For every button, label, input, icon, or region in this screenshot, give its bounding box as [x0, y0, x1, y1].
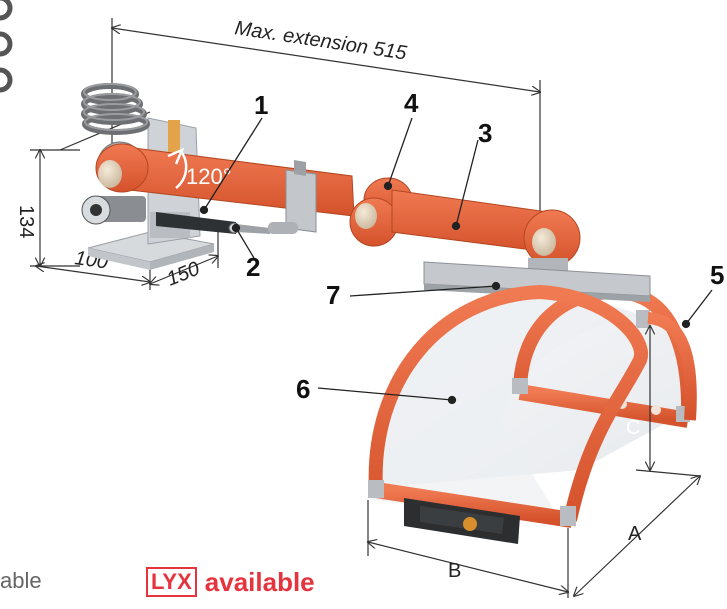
max-extension-label: Max. extension 515 [233, 17, 409, 65]
callout-leaders [199, 117, 713, 405]
angle-label: 120° [186, 164, 232, 189]
edge-icons [0, 0, 13, 93]
guard-front-frame [368, 285, 649, 528]
arm-segment-2 [391, 189, 581, 282]
dimension-guard [368, 326, 700, 598]
callout-5: 5 [710, 260, 724, 290]
guard-dim-b: B [448, 560, 461, 582]
callout-6: 6 [296, 374, 310, 404]
dimension-depth [36, 266, 150, 282]
guard-dim-a: A [628, 523, 642, 545]
guard-dim-c: C [626, 417, 640, 439]
lyx-logo: LYX [146, 567, 197, 597]
callout-1: 1 [254, 90, 268, 120]
height-label: 134 [15, 205, 37, 238]
guard-side-frame [647, 312, 697, 421]
lyx-available-label: available [204, 566, 315, 597]
rotation-angle-indicator [167, 147, 188, 189]
callout-3: 3 [478, 118, 492, 148]
callout-4: 4 [404, 88, 419, 118]
available-text-fragment: able [0, 568, 42, 593]
middle-joint [349, 177, 413, 247]
lyx-badge: LYX available [146, 566, 315, 598]
callout-7: 7 [326, 280, 340, 310]
callout-2: 2 [246, 252, 260, 282]
guard-handle [404, 498, 520, 544]
arm-clamp [268, 160, 317, 234]
